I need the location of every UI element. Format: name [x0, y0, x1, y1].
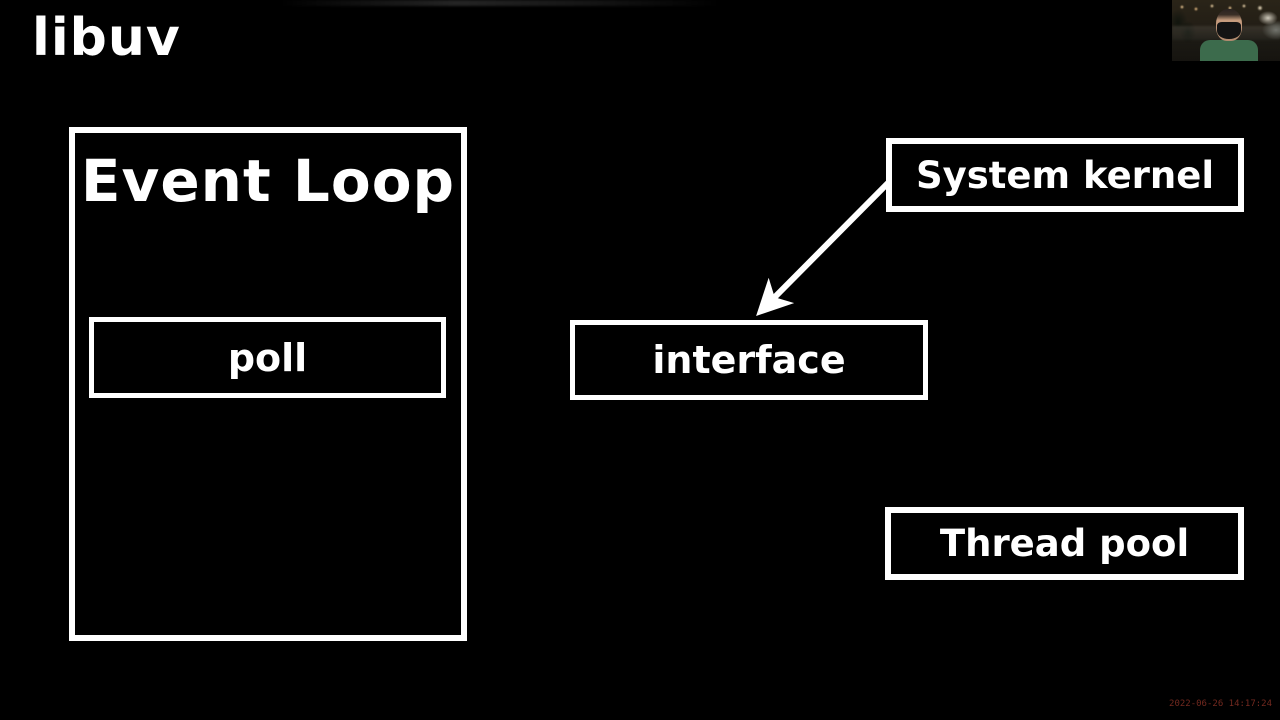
webcam-left-foliage — [1172, 8, 1198, 48]
poll-box: poll — [89, 317, 446, 398]
presenter-face-mask — [1217, 22, 1241, 39]
interface-box: interface — [570, 320, 928, 400]
system-kernel-label: System kernel — [915, 153, 1215, 197]
recording-timestamp: 2022-06-26 14:17:24 — [1169, 699, 1272, 709]
interface-label: interface — [652, 338, 846, 382]
video-artifact — [280, 0, 720, 6]
event-loop-label: Event Loop — [80, 147, 456, 215]
webcam-ceiling-lights — [1172, 2, 1280, 14]
thread-pool-label: Thread pool — [939, 522, 1190, 565]
webcam-letterbox — [1172, 61, 1280, 65]
slide-title: libuv — [32, 8, 181, 68]
system-kernel-box: System kernel — [886, 138, 1244, 212]
webcam-thumbnail — [1172, 0, 1280, 65]
presenter-shirt — [1200, 40, 1258, 65]
poll-label: poll — [227, 335, 308, 380]
thread-pool-box: Thread pool — [885, 507, 1244, 580]
